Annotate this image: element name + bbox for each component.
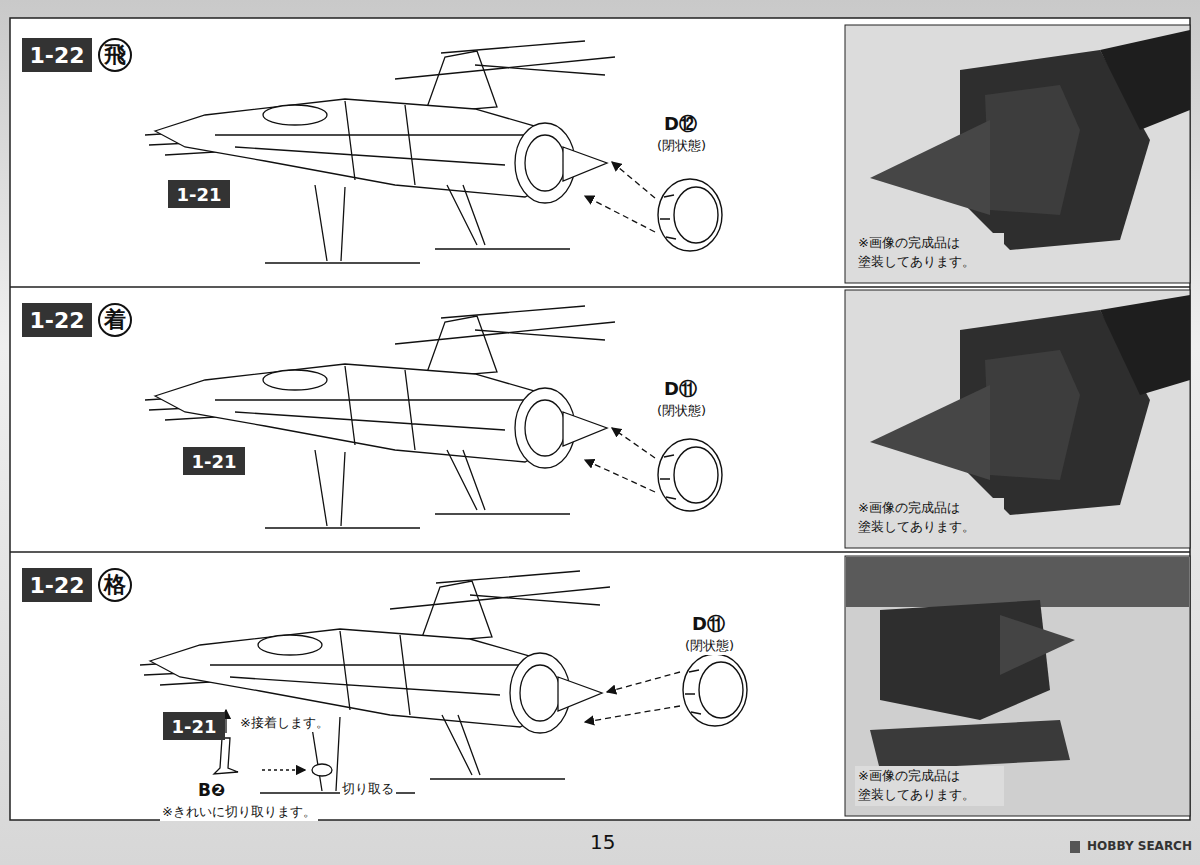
photo-engine: [846, 557, 1189, 770]
reference-step-box: 1-21: [183, 447, 245, 475]
photo-panel: ※画像の完成品は 塗装してあります。: [845, 290, 1190, 548]
step-label: 1-22: [29, 43, 84, 68]
part-label: D⑪: [662, 377, 699, 401]
step-label: 格: [104, 574, 126, 596]
part-ring-view: [658, 179, 722, 251]
part-label: B❷: [196, 780, 227, 800]
spaceship-view: [145, 41, 615, 263]
mode-circle: 飛: [98, 38, 132, 72]
part-label: (閉状態): [655, 402, 708, 420]
part-label: D⑫: [662, 112, 699, 136]
photo-note: ※画像の完成品は 塗装してあります。: [855, 766, 1004, 806]
step-label: 1-21: [176, 184, 221, 205]
part-label: D⑪: [690, 612, 727, 636]
part-b2: [214, 738, 332, 776]
part-label: (閉状態): [683, 637, 736, 655]
part-ring-view: [683, 654, 747, 726]
photo-ground: [845, 25, 1190, 283]
step-number-box: 1-22: [22, 568, 92, 602]
part-label: 切り取る: [340, 780, 396, 798]
photo-panel: ※画像の完成品は 塗装してあります。: [845, 556, 1190, 816]
part-ring-view: [658, 439, 722, 511]
spaceship-view: [145, 306, 615, 528]
reference-step-box: 1-21: [163, 712, 225, 740]
step-label: 1-21: [171, 716, 216, 737]
mode-circle: 格: [98, 568, 132, 602]
part-label: ※きれいに切り取ります。: [160, 803, 318, 821]
photo-note: ※画像の完成品は 塗装してあります。: [855, 498, 1004, 538]
part-label: (閉状態): [655, 137, 708, 155]
leader-arrows: [226, 162, 680, 733]
watermark-logo: [1070, 841, 1080, 853]
step-label: 飛: [104, 44, 126, 66]
page-panel: [10, 18, 1190, 820]
watermark: HOBBY SEARCH: [1085, 839, 1194, 853]
page-number: 15: [588, 830, 617, 854]
step-number-box: 1-22: [22, 38, 92, 72]
photo-note: ※画像の完成品は 塗装してあります。: [855, 233, 1004, 273]
photo-ground: [845, 290, 1190, 548]
photo-ground: [845, 556, 1190, 816]
step-label: 1-22: [29, 308, 84, 333]
step-label: 着: [104, 309, 126, 331]
mode-circle: 着: [98, 303, 132, 337]
photo-engine: [870, 30, 1190, 250]
part-label: ※接着します。: [238, 714, 331, 732]
photo-engine: [870, 295, 1190, 515]
row-dividers: [10, 287, 1190, 552]
spaceship-view: [140, 571, 610, 793]
step-label: 1-21: [191, 451, 236, 472]
step-number-box: 1-22: [22, 303, 92, 337]
step-label: 1-22: [29, 573, 84, 598]
photo-panel: ※画像の完成品は 塗装してあります。: [845, 25, 1190, 283]
reference-step-box: 1-21: [168, 180, 230, 208]
